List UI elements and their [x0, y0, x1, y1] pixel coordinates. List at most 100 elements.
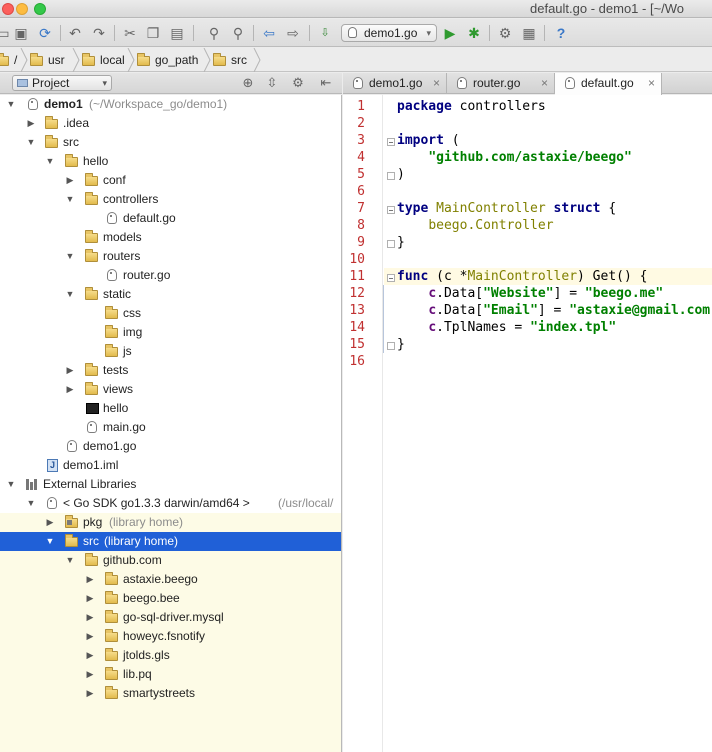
breadcrumb-item-local[interactable]: local [82, 52, 125, 68]
chevron-right-icon[interactable]: ▶ [66, 365, 74, 375]
chevron-down-icon[interactable]: ▼ [65, 289, 75, 299]
tree-item-go-sql-driver[interactable]: ▶ go-sql-driver.mysql [0, 608, 341, 627]
tree-item-hello-binary[interactable]: hello [0, 399, 341, 418]
sync-icon[interactable]: ⟳ [39, 25, 51, 41]
project-view-selector[interactable]: Project ▾ [12, 75, 112, 91]
close-window-button[interactable] [2, 3, 14, 15]
cut-icon[interactable]: ✂ [124, 25, 136, 41]
chevron-down-icon[interactable]: ▼ [6, 479, 16, 489]
chevron-down-icon[interactable]: ▼ [26, 137, 36, 147]
breadcrumb-item-usr[interactable]: usr [30, 52, 65, 68]
chevron-right-icon[interactable]: ▶ [86, 650, 94, 660]
close-tab-icon[interactable]: × [647, 76, 655, 90]
tree-item-hello[interactable]: ▼ hello [0, 152, 341, 171]
tab-demo1-go[interactable]: demo1.go × [343, 73, 447, 94]
debug-icon[interactable]: ✱ [468, 25, 480, 41]
fold-marker[interactable] [387, 240, 395, 248]
fold-marker[interactable] [387, 138, 395, 146]
settings-icon[interactable]: ⚙ [498, 25, 512, 41]
forward-icon[interactable]: ⇨ [287, 25, 299, 41]
tree-item-tests[interactable]: ▶ tests [0, 361, 341, 380]
tab-default-go[interactable]: default.go × [555, 73, 662, 95]
chevron-right-icon[interactable]: ▶ [46, 517, 54, 527]
chevron-right-icon[interactable]: ▶ [86, 688, 94, 698]
tree-item-controllers[interactable]: ▼ controllers [0, 190, 341, 209]
chevron-right-icon[interactable]: ▶ [86, 631, 94, 641]
collapse-all-icon[interactable]: ⇳ [266, 75, 278, 90]
tree-item-demo1[interactable]: ▼ demo1 (~/Workspace_go/demo1) [0, 95, 341, 114]
tree-item-conf[interactable]: ▶ conf [0, 171, 341, 190]
redo-icon[interactable]: ↷ [93, 25, 105, 41]
tree-item-default-go[interactable]: default.go [0, 209, 341, 228]
chevron-right-icon[interactable]: ▶ [27, 118, 35, 128]
tree-item-routers[interactable]: ▼ routers [0, 247, 341, 266]
close-tab-icon[interactable]: × [432, 76, 440, 90]
tree-item-src[interactable]: ▼ src [0, 133, 341, 152]
help-icon[interactable]: ? [556, 25, 566, 41]
chevron-down-icon[interactable]: ▼ [6, 99, 16, 109]
undo-icon[interactable]: ↶ [69, 25, 81, 41]
breadcrumb-item-src[interactable]: src [213, 52, 247, 68]
tree-item-models[interactable]: models [0, 228, 341, 247]
chevron-right-icon[interactable]: ▶ [66, 384, 74, 394]
tree-item-fsnotify[interactable]: ▶ howeyc.fsnotify [0, 627, 341, 646]
chevron-right-icon[interactable]: ▶ [66, 175, 74, 185]
tree-item-static[interactable]: ▼ static [0, 285, 341, 304]
tree-item-js[interactable]: js [0, 342, 341, 361]
tree-item-smartystreets[interactable]: ▶ smartystreets [0, 684, 341, 703]
tree-item-external-libraries[interactable]: ▼ External Libraries [0, 475, 341, 494]
gear-icon[interactable]: ⚙ [292, 75, 304, 90]
breadcrumb-item-root[interactable]: / [0, 52, 17, 68]
chevron-down-icon[interactable]: ▼ [26, 498, 36, 508]
run-configuration-select[interactable]: demo1.go ▾ [341, 24, 437, 42]
tree-item-demo1-go[interactable]: demo1.go [0, 437, 341, 456]
tree-item-demo1-iml[interactable]: J demo1.iml [0, 456, 341, 475]
chevron-right-icon[interactable]: ▶ [86, 574, 94, 584]
tree-item-views[interactable]: ▶ views [0, 380, 341, 399]
hide-panel-icon[interactable]: ⇤ [320, 75, 332, 90]
run-icon[interactable]: ▶ [444, 25, 456, 41]
tree-item-main-go[interactable]: main.go [0, 418, 341, 437]
chevron-down-icon[interactable]: ▼ [65, 194, 75, 204]
fold-marker[interactable] [387, 206, 395, 214]
project-structure-icon[interactable]: ▦ [522, 25, 536, 41]
tree-item-img[interactable]: img [0, 323, 341, 342]
paste-icon[interactable]: ▤ [170, 25, 184, 41]
open-folder-icon[interactable]: ▭ [0, 25, 10, 41]
tree-item-css[interactable]: css [0, 304, 341, 323]
scroll-from-source-icon[interactable]: ⊕ [242, 75, 254, 90]
tree-item-astaxie-beego[interactable]: ▶ astaxie.beego [0, 570, 341, 589]
minimize-window-button[interactable] [16, 3, 28, 15]
tree-item-lib-pq[interactable]: ▶ lib.pq [0, 665, 341, 684]
fold-marker[interactable] [387, 172, 395, 180]
chevron-down-icon[interactable]: ▼ [65, 555, 75, 565]
save-icon[interactable]: ▣ [14, 25, 28, 41]
chevron-down-icon[interactable]: ▼ [45, 536, 55, 546]
tree-item-github[interactable]: ▼ github.com [0, 551, 341, 570]
tab-router-go[interactable]: router.go × [447, 73, 555, 94]
chevron-down-icon[interactable]: ▼ [65, 251, 75, 261]
close-tab-icon[interactable]: × [540, 76, 548, 90]
run-configuration-label: demo1.go [364, 26, 418, 40]
breadcrumb-item-go-path[interactable]: go_path [137, 52, 198, 68]
maximize-window-button[interactable] [34, 3, 46, 15]
chevron-right-icon[interactable]: ▶ [86, 612, 94, 622]
copy-icon[interactable]: ❐ [146, 25, 160, 41]
tree-item-jtolds-gls[interactable]: ▶ jtolds.gls [0, 646, 341, 665]
tree-item-router-go[interactable]: router.go [0, 266, 341, 285]
replace-icon[interactable]: ⚲ [232, 25, 244, 41]
chevron-down-icon[interactable]: ▼ [45, 156, 55, 166]
tree-item-idea[interactable]: ▶ .idea [0, 114, 341, 133]
fold-marker[interactable] [387, 342, 395, 350]
code-editor[interactable]: 1 2 3 4 5 6 7 8 9 10 11 12 13 14 15 16 p… [343, 95, 712, 752]
tree-item-beego-bee[interactable]: ▶ beego.bee [0, 589, 341, 608]
tree-item-library-src[interactable]: ▼ src (library home) [0, 532, 341, 551]
tree-item-pkg[interactable]: ▶ pkg (library home) [0, 513, 341, 532]
back-icon[interactable]: ⇦ [263, 25, 275, 41]
tree-item-go-sdk[interactable]: ▼ < Go SDK go1.3.3 darwin/amd64 > (/usr/… [0, 494, 341, 513]
build-icon[interactable]: ⇩ [320, 27, 330, 39]
chevron-right-icon[interactable]: ▶ [86, 593, 94, 603]
fold-marker[interactable] [387, 274, 395, 282]
find-icon[interactable]: ⚲ [208, 25, 220, 41]
chevron-right-icon[interactable]: ▶ [86, 669, 94, 679]
